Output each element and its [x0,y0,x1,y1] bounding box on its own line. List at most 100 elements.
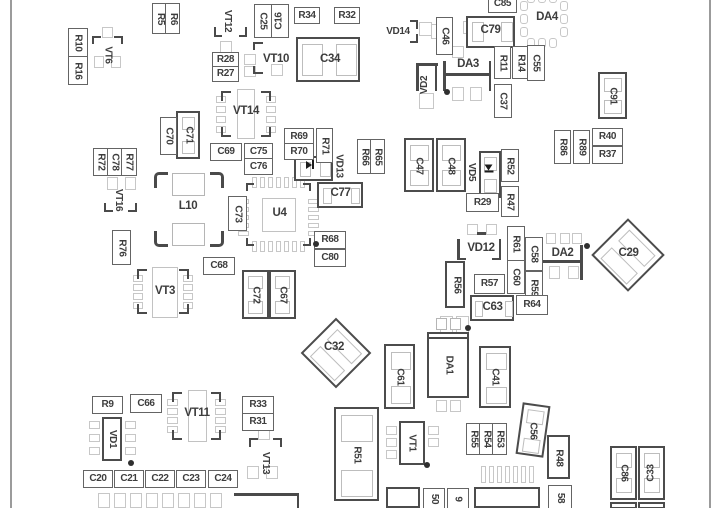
VT3-pad [183,284,193,291]
component-C67-body [269,270,296,319]
connector-pins-pad [481,466,486,483]
ref-text-R47: R47 [505,192,516,211]
ref-label-C79: C79 [477,22,504,39]
ref-label-C76: C76 [244,158,273,175]
ref-label-C63: C63 [478,299,507,317]
VT16-outline-corner [104,203,113,212]
VD2-pad [419,93,434,109]
L10-outline-corner [154,172,168,188]
DA2-pin1-dot [584,243,590,249]
C67-terminal [275,301,290,314]
ref-text-R77: R77 [124,153,135,171]
component-DA1-body [427,332,469,398]
C72-terminal [248,276,263,289]
U4-pad [268,241,273,252]
VT12-outline-corner [214,27,222,37]
component-C77-body [317,182,363,208]
ref-label-R89: R89 [573,130,590,164]
ref-text-R89: R89 [576,138,588,156]
ref-text-R68: R68 [321,234,339,245]
DA1-pin1-dot [465,325,471,331]
VT1-pad [386,438,397,447]
C91-terminal [604,100,622,114]
ref-text-R27: R27 [216,68,235,79]
ref-label-C91: C91 [603,85,622,107]
ref-label-C29: C29 [613,246,644,262]
ref-label-R52: R52 [501,149,519,182]
ref-label-C20: C20 [83,470,113,488]
ref-text-VD1: VD1 [107,429,119,448]
component-body-b-body [474,487,540,508]
DA3-pad [452,87,464,101]
VD2-pin1-dot [444,89,450,95]
DA2-pad [546,233,556,244]
ref-text-R29: R29 [473,196,492,208]
component-C34-body [296,37,360,82]
ref-text-frag-58: 58 [554,492,566,503]
ref-label-R86: R86 [554,130,571,164]
C61-terminal [391,352,411,370]
ref-text-R69: R69 [290,130,308,142]
ref-text-R16: R16 [73,61,84,80]
ref-text-C33: C33 [645,463,657,482]
C47-terminal [410,145,429,161]
ref-text-C22: C22 [151,473,169,484]
ref-text-C20: C20 [89,473,107,484]
ref-text-R9: R9 [101,399,114,410]
ref-label-VT6: VT6 [100,40,115,69]
ref-text-R51: R51 [351,445,363,464]
connector-corner-outline-bar [234,493,299,496]
component-C86-lower-body [610,502,637,508]
VD13-terminal [320,162,331,177]
ref-text-R64: R64 [523,299,541,310]
ref-text-C80: C80 [321,252,339,263]
ref-text-R53: R53 [494,430,506,448]
VT14-pad [266,126,276,133]
component-VT14-package [237,89,255,139]
ref-label-C70: C70 [160,117,177,155]
ref-label-R65: R65 [370,139,385,174]
ref-text-R56: R56 [452,275,463,294]
ref-text-R54: R54 [481,430,493,448]
U4-pad [308,215,319,220]
ref-label-R61: R61 [507,226,525,261]
DA4-pad [520,27,528,37]
ref-label-VT16: VT16 [111,181,126,218]
connector-pins-pad [497,466,502,483]
VT6-pad [111,56,121,68]
ref-text-C16: C16 [274,12,285,30]
component-VT3-package [152,267,178,318]
ref-text-C72: C72 [250,286,262,304]
VT1-pad [386,450,397,459]
VT14-outline-corner [261,91,271,101]
L10-outline-corner [210,231,224,247]
VD12-pad [467,224,478,235]
component-VT11-package [188,390,207,442]
bottom-pad-array-pad [178,493,190,508]
ref-text-C69: C69 [217,146,235,157]
component-C33-body [638,446,665,500]
L10-outline-corner [154,231,168,247]
ref-label-R27: R27 [212,66,239,82]
ref-text-VT14: VT14 [233,104,259,117]
ref-text-VT12: VT12 [222,9,233,33]
U4-pad [238,231,249,236]
VT6-pad [102,27,113,38]
ref-text-R57: R57 [480,278,499,289]
ref-text-R71: R71 [319,136,331,155]
DA4-pad [549,0,557,3]
component-R48-body [547,435,570,479]
DA2-pad [572,233,582,244]
ref-text-R33: R33 [249,399,267,410]
ref-text-R61: R61 [511,234,522,253]
VD13-terminal [300,162,311,177]
ref-label-C68: C68 [203,257,235,275]
VT11-pad [167,408,178,415]
ref-label-C37: C37 [494,84,512,118]
VT13-pad [266,466,278,479]
ref-text-VD12: VD12 [467,242,495,255]
ref-label-R53: R53 [492,423,507,455]
component-C61-body [384,344,415,409]
ref-label-L10: L10 [167,198,209,216]
VT16-outline-corner [128,203,137,212]
